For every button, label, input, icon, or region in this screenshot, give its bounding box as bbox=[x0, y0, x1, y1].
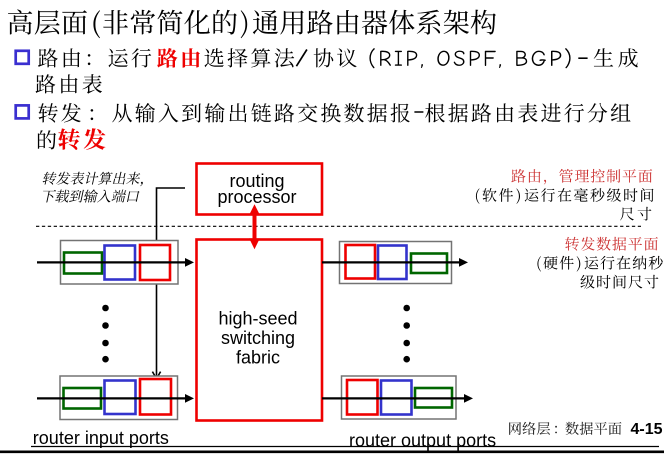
svg-text:fabric: fabric bbox=[236, 348, 280, 368]
svg-text:high-seed: high-seed bbox=[218, 309, 297, 329]
svg-text:routing: routing bbox=[229, 171, 284, 191]
svg-text:4-15: 4-15 bbox=[631, 421, 663, 438]
svg-text:processor: processor bbox=[217, 187, 296, 207]
svg-text:router output ports: router output ports bbox=[349, 431, 496, 451]
svg-text:switching: switching bbox=[221, 328, 295, 348]
svg-text:router input ports: router input ports bbox=[33, 428, 169, 448]
